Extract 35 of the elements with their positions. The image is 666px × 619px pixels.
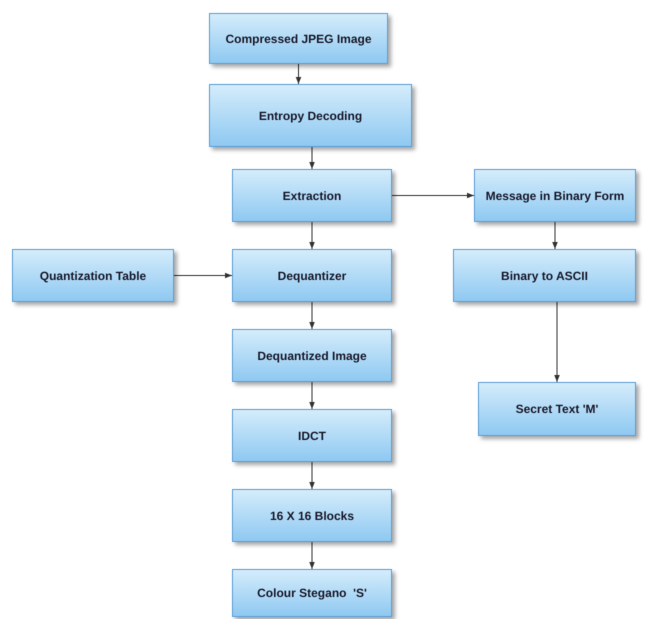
- arrow: [296, 64, 302, 84]
- box-label: IDCT: [297, 428, 327, 442]
- process-box: [232, 569, 392, 617]
- process-box: [209, 84, 412, 147]
- arrow: [309, 302, 315, 330]
- arrow: [552, 222, 558, 250]
- box-label: Extraction: [282, 188, 342, 202]
- process-box: [232, 409, 392, 462]
- process-box: [232, 329, 392, 382]
- arrow: [309, 382, 315, 410]
- process-box: [232, 169, 392, 222]
- box-label: Binary to ASCII: [500, 268, 589, 282]
- arrow: [174, 272, 232, 278]
- arrow: [309, 146, 315, 170]
- process-box: [232, 489, 392, 542]
- arrow: [554, 302, 560, 382]
- box-label: Message in Binary Form: [484, 188, 626, 202]
- process-box: [232, 249, 392, 302]
- process-box: [12, 249, 174, 302]
- arrow: [309, 462, 315, 490]
- box-label: Colour Stegano 'S': [256, 586, 368, 600]
- box-label: Dequantized Image: [256, 348, 368, 362]
- process-box: [209, 13, 388, 64]
- arrow: [309, 222, 315, 250]
- box-label: Entropy Decoding: [258, 108, 364, 122]
- box-label: Secret Text 'M': [514, 402, 600, 416]
- process-box: [453, 249, 636, 302]
- process-box: [474, 169, 636, 222]
- arrow: [309, 542, 315, 570]
- box-label: 16 X 16 Blocks: [268, 508, 356, 522]
- arrow: [392, 192, 474, 198]
- process-box: [478, 382, 636, 436]
- box-label: Compressed JPEG Image: [224, 32, 373, 46]
- box-label: Quantization Table: [38, 268, 148, 282]
- box-label: Dequantizer: [276, 268, 348, 282]
